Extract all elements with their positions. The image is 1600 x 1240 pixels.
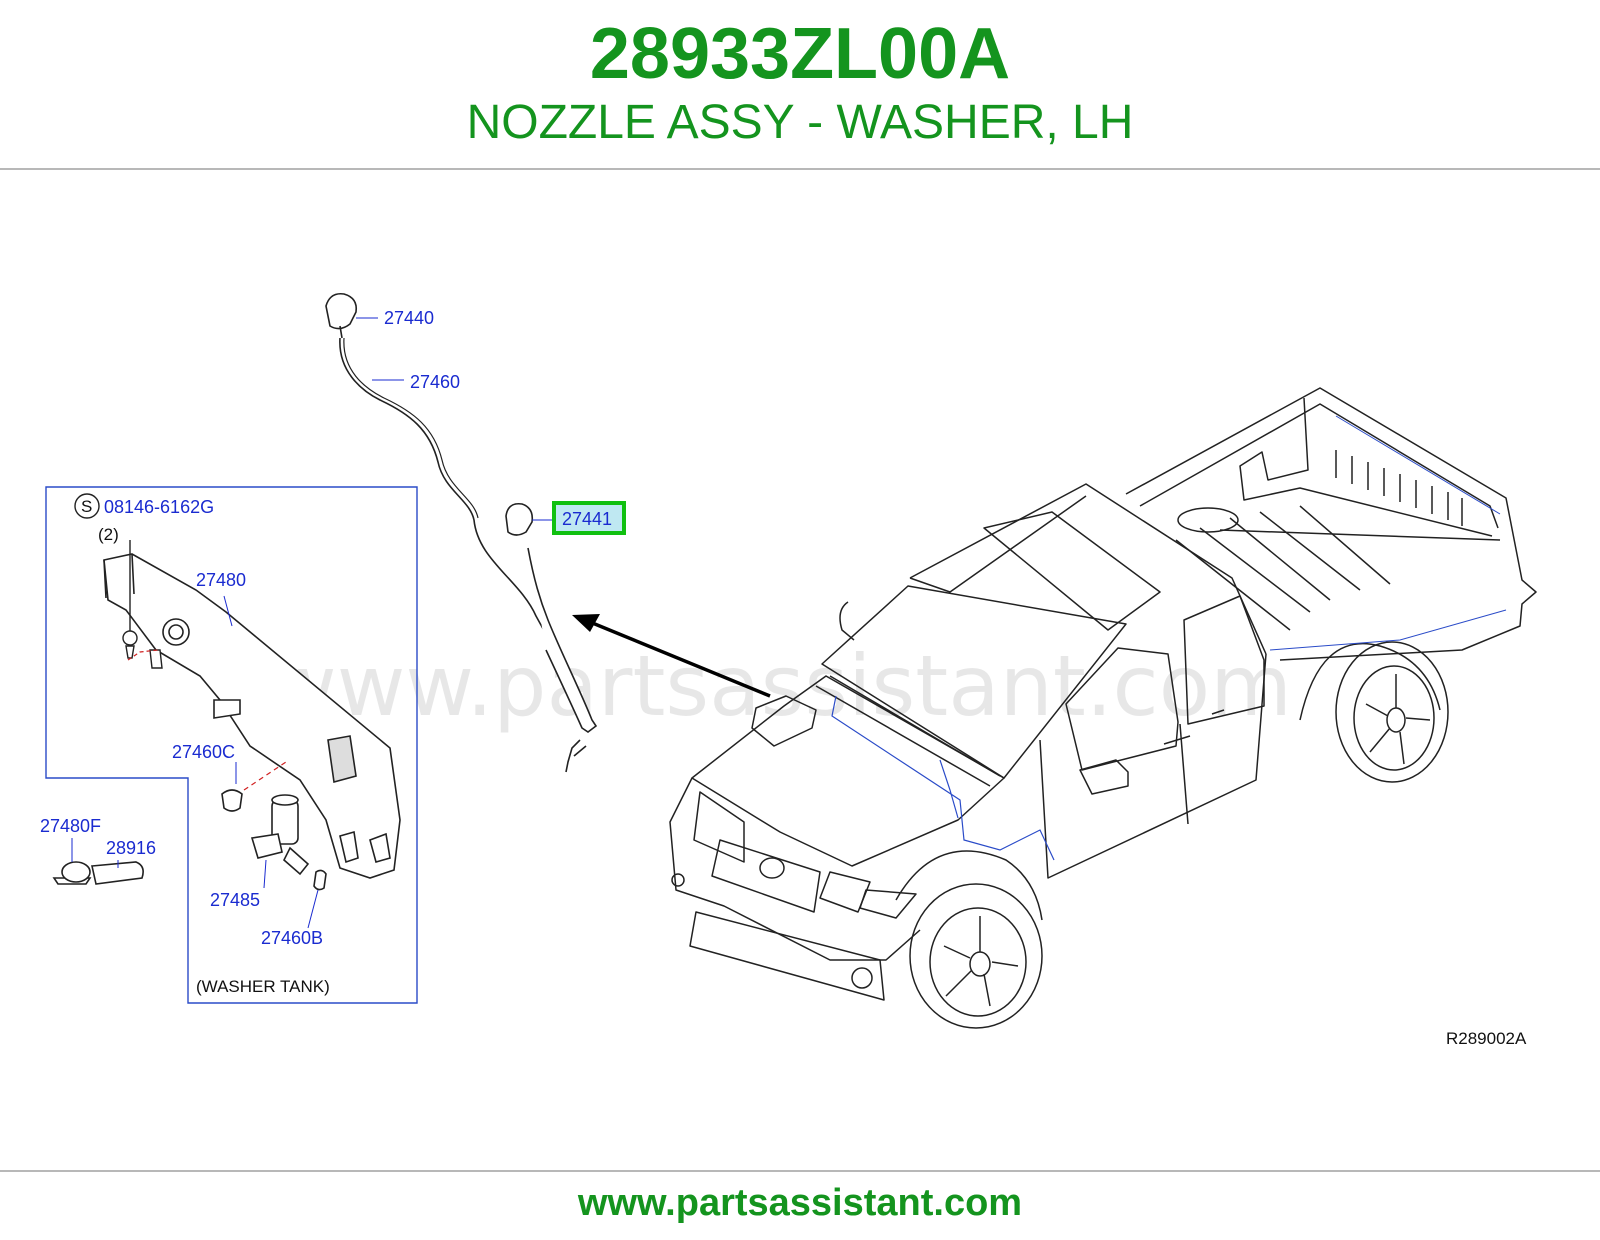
label-08146-6162G[interactable]: 08146-6162G — [104, 497, 214, 517]
cap-27480F-drawing — [52, 861, 144, 885]
label-27460B[interactable]: 27460B — [261, 928, 323, 948]
label-27485[interactable]: 27485 — [210, 890, 260, 910]
label-27480[interactable]: 27480 — [196, 570, 246, 590]
truck-body-outline-blue — [1269, 415, 1507, 651]
washer-tank-drawing — [103, 553, 401, 879]
label-27460[interactable]: 27460 — [410, 372, 460, 392]
watermark-text: www.partsassistant.com — [268, 637, 1292, 735]
location-arrowhead — [572, 614, 600, 632]
label-ref-code: R289002A — [1446, 1029, 1527, 1048]
grommet-27460C-drawing — [221, 789, 243, 812]
label-27460C[interactable]: 27460C — [172, 742, 235, 762]
truck-drawing — [669, 387, 1537, 1029]
bolt-dashed-lines — [127, 649, 159, 661]
part-number-title: 28933ZL00A — [589, 14, 1011, 94]
label-27480F[interactable]: 27480F — [40, 816, 101, 836]
label-27441[interactable]: 27441 — [562, 509, 612, 529]
truck-washer-hose-route — [831, 695, 1055, 861]
label-27440[interactable]: 27440 — [384, 308, 434, 328]
pump-27485-drawing — [250, 794, 327, 891]
top-divider — [0, 168, 1600, 170]
bolt-symbol-circle — [74, 493, 100, 519]
part-name-subtitle: NOZZLE ASSY - WASHER, LH — [466, 96, 1134, 149]
leader-27480 — [223, 595, 233, 627]
highlight-27441 — [552, 501, 626, 535]
label-washer-tank: (WASHER TANK) — [196, 977, 330, 996]
bolt-symbol: S — [81, 497, 92, 516]
nozzle-27440-drawing — [325, 292, 358, 339]
location-arrow — [589, 620, 771, 698]
footer-url[interactable]: www.partsassistant.com — [577, 1182, 1023, 1224]
nozzle-27441-drawing — [505, 502, 598, 773]
bolt-drawing — [122, 540, 163, 669]
leader-27485 — [263, 859, 267, 889]
label-bolt-qty: (2) — [98, 525, 119, 544]
bottom-divider — [0, 1170, 1600, 1172]
leader-27460B — [307, 889, 319, 929]
washer-tank-frame — [45, 486, 418, 1004]
label-28916[interactable]: 28916 — [106, 838, 156, 858]
parts-diagram: www.partsassistant.com 27440 27460 27441… — [40, 292, 1537, 1048]
